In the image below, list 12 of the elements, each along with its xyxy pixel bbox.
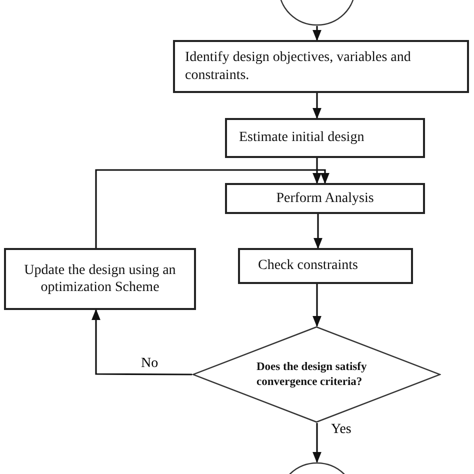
process-text: Perform Analysis xyxy=(276,190,374,208)
process-box xyxy=(225,118,425,158)
process-box xyxy=(4,248,196,310)
process-text: Check constraints xyxy=(258,257,358,275)
process-box xyxy=(173,40,469,93)
process-box xyxy=(238,248,413,284)
process-box xyxy=(225,183,425,214)
decision-text: Does the design satisfy convergence criteria? xyxy=(256,360,368,389)
decision-diamond xyxy=(192,326,441,423)
process-text: Identify design objectives, variables and constraints. xyxy=(185,49,412,84)
process-text: Estimate initial design xyxy=(239,129,364,147)
process-text: Update the design using an optimization Scheme xyxy=(23,262,177,296)
